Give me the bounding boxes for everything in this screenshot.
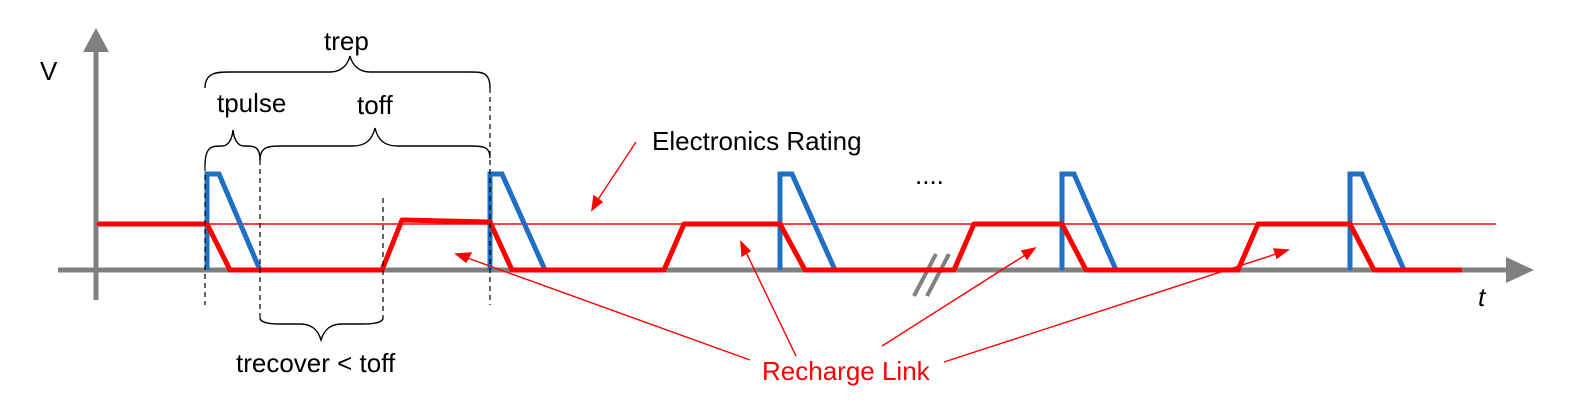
recharge-arrowhead-1-icon [454,252,473,264]
electronics-rating-label: Electronics Rating [652,126,862,156]
recharge-arrowhead-2-icon [740,240,752,258]
recharge-arrow-3 [881,251,1031,347]
v-axis-arrow-icon [83,28,109,52]
toff-bracket [259,127,491,161]
time-guides [204,88,491,318]
trep-bracket [204,55,491,89]
recharge-arrow-4 [943,251,1283,363]
trep-label: trep [324,26,369,56]
pulse-1 [204,171,263,271]
v-axis-label: V [40,56,58,86]
pulse-4 [1059,171,1119,272]
recharge-link-trace [98,217,1462,273]
electronics-rating-arrowhead-icon [591,194,604,212]
tpulse-bracket [204,129,261,167]
recharge-arrowhead-3-icon [1020,246,1037,261]
pulse-3 [777,171,838,272]
electronics-rating-arrow [594,141,637,205]
axis-break-icon [912,253,951,297]
tpulse-label: tpulse [217,88,286,118]
ellipsis-label: .... [915,160,944,190]
annotation-arrows [454,141,1290,363]
timing-brackets [204,55,491,343]
recharge-arrowhead-4-icon [1273,248,1290,260]
recharge-arrow-2 [743,247,797,357]
axes [58,28,1534,300]
trecover-bracket [259,317,384,343]
pulse-5 [1347,171,1407,272]
pulse-2 [487,171,548,272]
toff-label: toff [357,90,393,120]
recharge-link-label: Recharge Link [762,356,931,386]
trecover-label: trecover < toff [236,348,396,378]
recharge-arrow-1 [461,255,751,361]
t-axis-label: t [1478,282,1487,312]
t-axis-arrow-icon [1506,257,1534,283]
